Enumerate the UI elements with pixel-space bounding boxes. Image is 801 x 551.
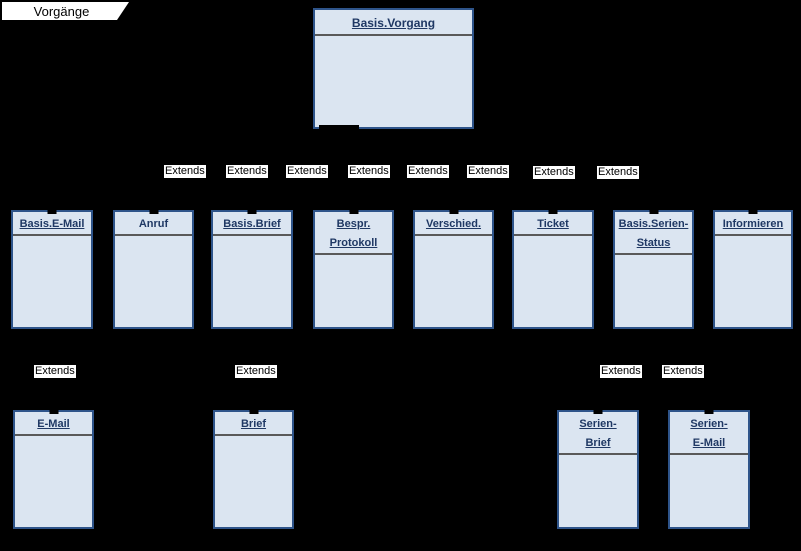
title-separator bbox=[415, 234, 492, 236]
connector-stub bbox=[593, 409, 603, 414]
class-box-title: Basis.E-Mail bbox=[13, 212, 91, 234]
connector-stub bbox=[249, 409, 258, 414]
class-box-title: Basis.Serien- Status bbox=[615, 212, 692, 253]
extends-label: Extends bbox=[348, 165, 390, 178]
extends-label: Extends bbox=[467, 165, 509, 178]
extends-label: Extends bbox=[600, 365, 642, 378]
extends-label: Extends bbox=[533, 166, 575, 179]
class-box-serien-brief[interactable]: Serien- Brief bbox=[557, 409, 639, 529]
extends-label: Extends bbox=[597, 166, 639, 179]
connector-stub bbox=[149, 209, 158, 214]
class-title-text: Bespr. bbox=[336, 218, 371, 230]
connector-stub bbox=[748, 209, 758, 214]
extends-label: Extends bbox=[34, 365, 76, 378]
extends-label: Extends bbox=[286, 165, 328, 178]
title-separator bbox=[615, 253, 692, 255]
title-separator bbox=[315, 253, 392, 255]
tab-vorgaenge[interactable]: Vorgänge bbox=[2, 2, 129, 20]
class-title-text: Serien- bbox=[579, 418, 617, 430]
class-box-title: Bespr. Protokoll bbox=[315, 212, 392, 253]
title-separator bbox=[670, 453, 748, 455]
connector-stub bbox=[247, 209, 257, 214]
class-box-title: Serien- Brief bbox=[559, 412, 637, 453]
class-title-text: Protokoll bbox=[329, 237, 378, 249]
class-box-serien-email[interactable]: Serien- E-Mail bbox=[668, 409, 750, 529]
extends-label: Extends bbox=[226, 165, 268, 178]
class-box-title: E-Mail bbox=[15, 412, 92, 434]
class-box-informieren[interactable]: Informieren bbox=[713, 209, 793, 329]
class-box-ticket[interactable]: Ticket bbox=[512, 209, 594, 329]
title-separator bbox=[13, 234, 91, 236]
class-title-text: Informieren bbox=[722, 218, 784, 230]
class-box-title: Brief bbox=[215, 412, 292, 434]
connector-stub bbox=[649, 209, 658, 214]
class-title-text: Brief bbox=[585, 437, 611, 449]
connector-stub bbox=[49, 409, 58, 414]
class-title-text: Verschied. bbox=[425, 218, 482, 230]
connector-stub bbox=[449, 209, 458, 214]
connector-stub bbox=[47, 209, 57, 214]
connector-stub bbox=[548, 209, 558, 214]
class-title-text: Brief bbox=[240, 418, 267, 430]
title-separator bbox=[213, 234, 291, 236]
class-title-text: Basis.Vorgang bbox=[351, 16, 436, 30]
class-box-title: Informieren bbox=[715, 212, 791, 234]
class-box-email[interactable]: E-Mail bbox=[13, 409, 94, 529]
title-separator bbox=[115, 234, 192, 236]
class-title-text: E-Mail bbox=[37, 418, 70, 430]
class-box-title: Anruf bbox=[115, 212, 192, 234]
class-box-title: Basis.Vorgang bbox=[315, 10, 472, 34]
class-box-title: Verschied. bbox=[415, 212, 492, 234]
class-box-basis-serien-status[interactable]: Basis.Serien- Status bbox=[613, 209, 694, 329]
class-box-anruf[interactable]: Anruf bbox=[113, 209, 194, 329]
extends-label: Extends bbox=[235, 365, 277, 378]
connector-bundle bbox=[319, 125, 359, 129]
extends-label: Extends bbox=[407, 165, 449, 178]
class-title-text: Basis.Serien- bbox=[618, 218, 689, 230]
class-box-title: Ticket bbox=[514, 212, 592, 234]
tab-label: Vorgänge bbox=[33, 3, 90, 19]
class-box-brief[interactable]: Brief bbox=[213, 409, 294, 529]
connector-stub bbox=[704, 409, 714, 414]
class-box-basis-email[interactable]: Basis.E-Mail bbox=[11, 209, 93, 329]
class-title-text: Basis.E-Mail bbox=[19, 218, 85, 230]
title-separator bbox=[215, 434, 292, 436]
class-box-title: Serien- E-Mail bbox=[670, 412, 748, 453]
class-title-text: Anruf bbox=[138, 218, 169, 230]
class-title-text: Serien- bbox=[690, 418, 728, 430]
class-box-title: Basis.Brief bbox=[213, 212, 291, 234]
class-box-basis-brief[interactable]: Basis.Brief bbox=[211, 209, 293, 329]
title-separator bbox=[15, 434, 92, 436]
class-box-verschied[interactable]: Verschied. bbox=[413, 209, 494, 329]
class-box-basis-vorgang[interactable]: Basis.Vorgang bbox=[313, 8, 474, 129]
class-title-text: Status bbox=[636, 237, 671, 249]
extends-label: Extends bbox=[164, 165, 206, 178]
class-title-text: Basis.Brief bbox=[223, 218, 281, 230]
class-title-text: E-Mail bbox=[692, 437, 726, 449]
title-separator bbox=[514, 234, 592, 236]
title-separator bbox=[315, 34, 472, 36]
connector-stub bbox=[349, 209, 358, 214]
extends-label: Extends bbox=[662, 365, 704, 378]
class-title-text: Ticket bbox=[537, 218, 569, 230]
title-separator bbox=[715, 234, 791, 236]
class-box-bespr-protokoll[interactable]: Bespr. Protokoll bbox=[313, 209, 394, 329]
title-separator bbox=[559, 453, 637, 455]
